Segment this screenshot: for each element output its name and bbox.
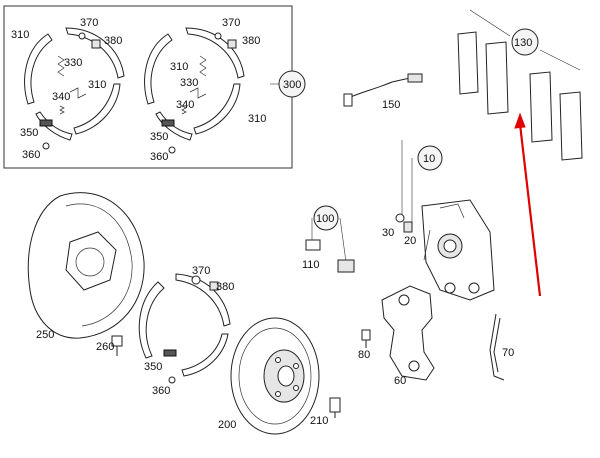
label-370-a: 370	[80, 17, 98, 29]
label-200: 200	[218, 419, 236, 431]
guide-pin-kit: 100 110	[302, 205, 355, 273]
label-250: 250	[36, 329, 54, 341]
label-310-d: 310	[248, 113, 266, 125]
label-30: 30	[382, 227, 394, 239]
callout-300-circle	[278, 70, 306, 98]
label-360-a: 360	[22, 149, 40, 161]
brake-shoe-set-right	[144, 27, 245, 154]
label-340-a: 340	[52, 91, 70, 103]
label-110: 110	[302, 259, 320, 271]
label-380-a: 380	[104, 35, 122, 47]
label-150: 150	[382, 99, 400, 111]
bolt-80: 80	[358, 329, 371, 361]
label-310-b: 310	[88, 79, 106, 91]
label-350-a: 350	[20, 127, 38, 139]
label-330-a: 330	[64, 57, 82, 69]
label-310-c: 310	[170, 61, 188, 73]
label-60: 60	[394, 375, 406, 387]
label-370-b: 370	[222, 17, 240, 29]
backing-plate: 250	[27, 192, 145, 341]
callout-130: 130	[514, 37, 532, 49]
brake-pad-set: 130	[457, 9, 583, 161]
parking-brake-shoes: 370 380 350 360	[138, 265, 234, 397]
label-20: 20	[404, 235, 416, 247]
callout-300: 300	[283, 79, 301, 91]
callout-10-circle	[417, 145, 443, 171]
caliper-carrier: 60	[381, 285, 435, 387]
wear-sensor-group: 150	[343, 73, 423, 111]
label-380-b: 380	[242, 35, 260, 47]
callout-100: 100	[316, 213, 334, 225]
brake-shoe-kit-group: 310 370 380 330 310 340 350 360 370 380 …	[3, 5, 306, 169]
label-340-b: 340	[176, 99, 194, 111]
label-380-c: 380	[216, 281, 234, 293]
label-350-b: 350	[150, 131, 168, 143]
label-80: 80	[358, 349, 370, 361]
label-260: 260	[96, 341, 114, 353]
callout-130-circle	[511, 28, 539, 56]
label-370-c: 370	[192, 265, 210, 277]
callout-10: 10	[423, 153, 435, 165]
label-360-c: 360	[152, 385, 170, 397]
brake-shoe-set-left	[24, 27, 125, 150]
label-330-b: 330	[180, 77, 198, 89]
label-350-c: 350	[144, 361, 162, 373]
highlight-arrow	[514, 112, 542, 297]
label-70: 70	[502, 347, 514, 359]
callout-100-circle	[313, 205, 339, 231]
label-210: 210	[310, 415, 328, 427]
label-360-b: 360	[150, 151, 168, 163]
spring-clip-70: 70	[489, 313, 514, 381]
bolt-260: 260	[96, 335, 123, 356]
screw-210: 210	[310, 397, 341, 427]
caliper-group: 10 30 20	[382, 140, 495, 301]
brake-disc: 200	[218, 317, 320, 435]
label-310-a: 310	[11, 29, 29, 41]
